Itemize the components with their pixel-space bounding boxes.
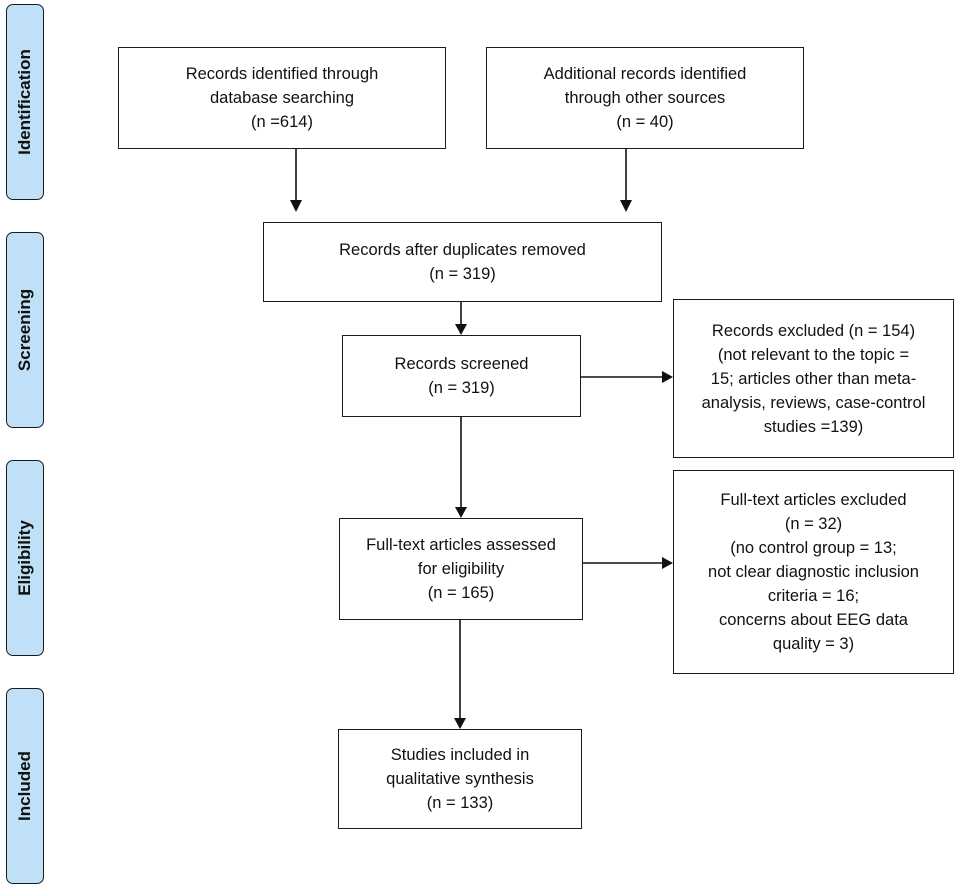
box-line: for eligibility <box>417 560 505 578</box>
box-line: Records identified through <box>185 65 379 83</box>
box-line: (not relevant to the topic = <box>717 345 910 364</box>
box-line: (n =614) <box>251 113 313 131</box>
arrow-screened-to-excluded <box>581 371 673 383</box>
box-line: quality = 3) <box>772 635 855 653</box>
box-line: Studies included in <box>390 746 530 764</box>
box-line: (n = 165) <box>427 584 495 602</box>
box-line: Records excluded (n = 154) <box>711 321 916 340</box>
box-line: not clear diagnostic inclusion <box>708 563 919 581</box>
box-studies-included: Studies included in qualitative synthesi… <box>338 729 582 829</box>
box-line: analysis, reviews, case-control <box>701 393 926 412</box>
box-duplicates-removed: Records after duplicates removed (n = 31… <box>263 222 662 302</box>
box-line: (n = 133) <box>426 794 494 812</box>
box-line: qualitative synthesis <box>386 770 534 788</box>
box-line: concerns about EEG data <box>719 611 908 629</box>
box-line: Full-text articles excluded <box>720 491 907 509</box>
box-line: Additional records identified <box>543 65 747 83</box>
phase-eligibility: Eligibility <box>6 460 44 656</box>
box-fulltext-excluded: Full-text articles excluded (n = 32) (no… <box>673 470 954 674</box>
arrow-screened-to-fulltext <box>455 417 467 518</box>
phase-included: Included <box>6 688 44 884</box>
box-line: Records after duplicates removed <box>339 241 586 259</box>
box-line: (n = 32) <box>784 515 843 533</box>
box-line: Full-text articles assessed <box>366 536 556 554</box>
box-line: criteria = 16; <box>767 587 860 605</box>
arrow-duplicates-to-screened <box>455 302 467 335</box>
arrow-fulltext-to-included <box>454 620 466 729</box>
box-records-excluded: Records excluded (n = 154) (not relevant… <box>673 299 954 458</box>
phase-eligibility-label: Eligibility <box>15 520 34 596</box>
phase-screening: Screening <box>6 232 44 428</box>
box-database-search: Records identified through database sear… <box>118 47 446 149</box>
box-line: through other sources <box>564 89 726 107</box>
box-line: (no control group = 13; <box>730 539 897 557</box>
box-line: Records screened <box>394 355 529 373</box>
box-line: database searching <box>209 89 355 107</box>
box-line: (n = 319) <box>428 379 495 397</box>
box-line: (n = 40) <box>616 113 674 131</box>
arrow-fulltext-to-excluded <box>583 557 673 569</box>
box-other-sources: Additional records identified through ot… <box>486 47 804 149</box>
box-fulltext-assessed: Full-text articles assessed for eligibil… <box>339 518 583 620</box>
box-records-screened: Records screened (n = 319) <box>342 335 581 417</box>
phase-identification-label: Identification <box>15 49 34 155</box>
phase-included-label: Included <box>15 751 34 821</box>
phase-screening-label: Screening <box>15 288 34 372</box>
box-line: (n = 319) <box>429 265 496 283</box>
box-line: studies =139) <box>763 417 864 436</box>
phase-identification: Identification <box>6 4 44 200</box>
box-line: 15; articles other than meta- <box>710 369 917 388</box>
arrow-database-to-duplicates <box>290 149 302 212</box>
arrow-other-to-duplicates <box>620 149 632 212</box>
